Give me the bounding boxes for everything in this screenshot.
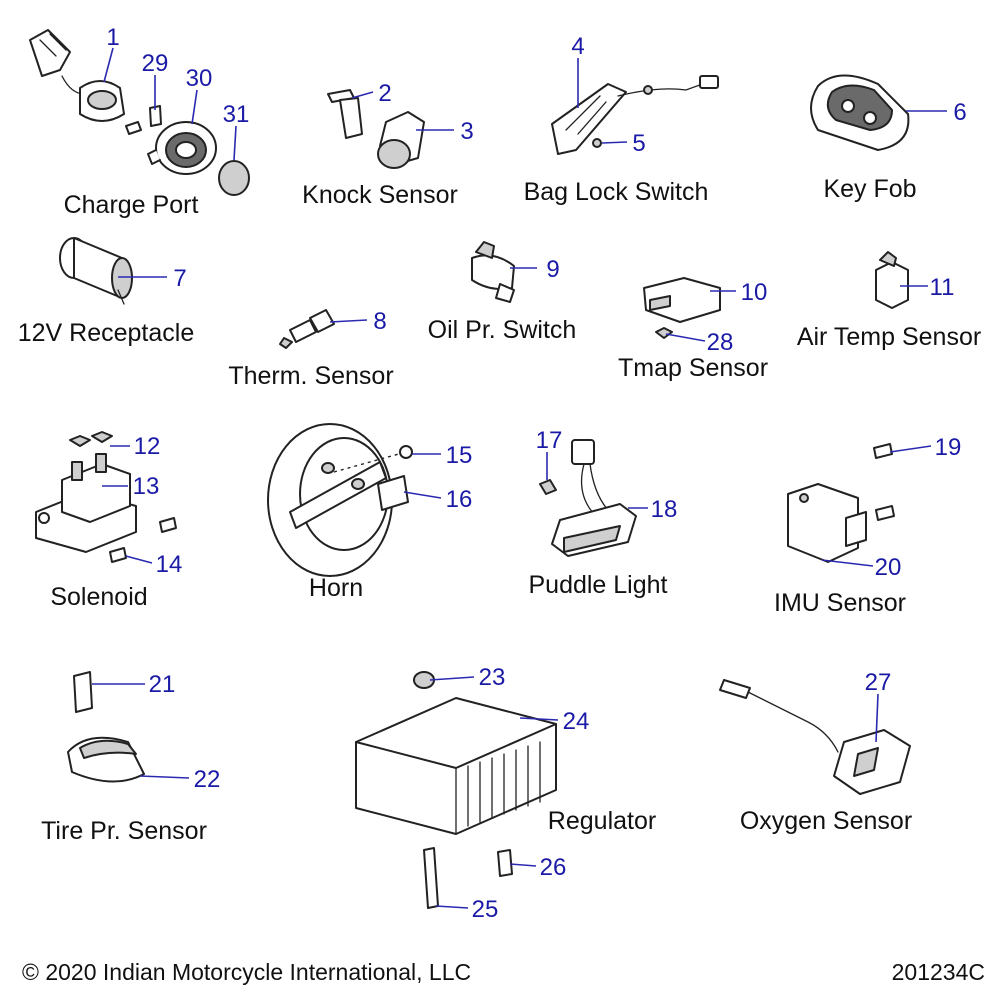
puddle-light-illustration: [539, 439, 637, 557]
label-tire-pr-sensor: Tire Pr. Sensor: [41, 817, 207, 845]
label-bag-lock-switch: Bag Lock Switch: [524, 178, 709, 206]
callout-numbers: 1 29 30 31 2 3 4 5 6 7 8 9 10 28 11 12 1…: [106, 24, 966, 923]
solenoid-illustration: [35, 431, 177, 563]
callout-3: 3: [460, 118, 473, 145]
oil-pr-switch-illustration: [471, 241, 515, 303]
label-oil-pr-switch: Oil Pr. Switch: [428, 316, 577, 344]
callout-1: 1: [106, 24, 119, 51]
callout-9: 9: [546, 256, 559, 283]
label-solenoid: Solenoid: [50, 583, 147, 611]
label-oxygen-sensor: Oxygen Sensor: [740, 807, 912, 835]
callout-23: 23: [479, 664, 506, 691]
label-horn: Horn: [309, 574, 363, 602]
copyright-notice: © 2020 Indian Motorcycle International, …: [22, 959, 471, 985]
label-key-fob: Key Fob: [823, 175, 916, 203]
label-regulator: Regulator: [548, 807, 656, 835]
label-knock-sensor: Knock Sensor: [302, 181, 458, 209]
callout-28: 28: [707, 329, 734, 356]
callout-21: 21: [149, 671, 176, 698]
therm-sensor-illustration: [279, 309, 335, 349]
horn-illustration: [267, 423, 413, 577]
12v-receptacle-illustration: [59, 237, 133, 305]
key-fob-illustration: [810, 74, 910, 151]
callout-16: 16: [446, 486, 473, 513]
bag-lock-switch-illustration: [551, 75, 719, 155]
callout-11: 11: [930, 274, 955, 301]
label-puddle-light: Puddle Light: [528, 571, 667, 599]
diagram-number: 201234C: [892, 959, 985, 985]
callout-27: 27: [865, 669, 892, 696]
callout-6: 6: [953, 99, 966, 126]
callout-4: 4: [571, 33, 584, 60]
callout-30: 30: [186, 65, 213, 92]
callout-20: 20: [875, 554, 902, 581]
label-tmap-sensor: Tmap Sensor: [618, 354, 768, 382]
charge-port-illustration: [29, 29, 250, 196]
part-labels: Charge Port Knock Sensor Bag Lock Switch…: [18, 175, 981, 845]
callout-18: 18: [651, 496, 678, 523]
tmap-sensor-illustration: [643, 277, 721, 339]
oxygen-sensor-illustration: [719, 679, 911, 795]
callout-7: 7: [173, 265, 186, 292]
imu-sensor-illustration: [787, 443, 895, 563]
callout-19: 19: [935, 434, 962, 461]
label-therm-sensor: Therm. Sensor: [228, 362, 393, 390]
knock-sensor-illustration: [327, 89, 425, 169]
callout-17: 17: [536, 427, 563, 454]
callout-12: 12: [134, 433, 161, 460]
leader-lines: [92, 47, 947, 909]
callout-26: 26: [540, 854, 567, 881]
callout-29: 29: [142, 50, 169, 77]
callout-14: 14: [156, 551, 183, 578]
regulator-illustration: [355, 671, 557, 909]
callout-5: 5: [632, 130, 645, 157]
air-temp-sensor-illustration: [875, 251, 909, 309]
callout-31: 31: [223, 101, 250, 128]
callout-15: 15: [446, 442, 473, 469]
callout-22: 22: [194, 766, 221, 793]
callout-25: 25: [472, 896, 499, 923]
callout-13: 13: [133, 473, 160, 500]
label-12v-receptacle: 12V Receptacle: [18, 319, 195, 347]
label-imu-sensor: IMU Sensor: [774, 589, 906, 617]
label-air-temp-sensor: Air Temp Sensor: [797, 323, 981, 351]
callout-24: 24: [563, 708, 590, 735]
callout-2: 2: [378, 80, 391, 107]
tire-pr-sensor-illustration: [67, 671, 145, 783]
callout-10: 10: [741, 279, 768, 306]
label-charge-port: Charge Port: [64, 191, 199, 219]
callout-8: 8: [373, 308, 386, 335]
